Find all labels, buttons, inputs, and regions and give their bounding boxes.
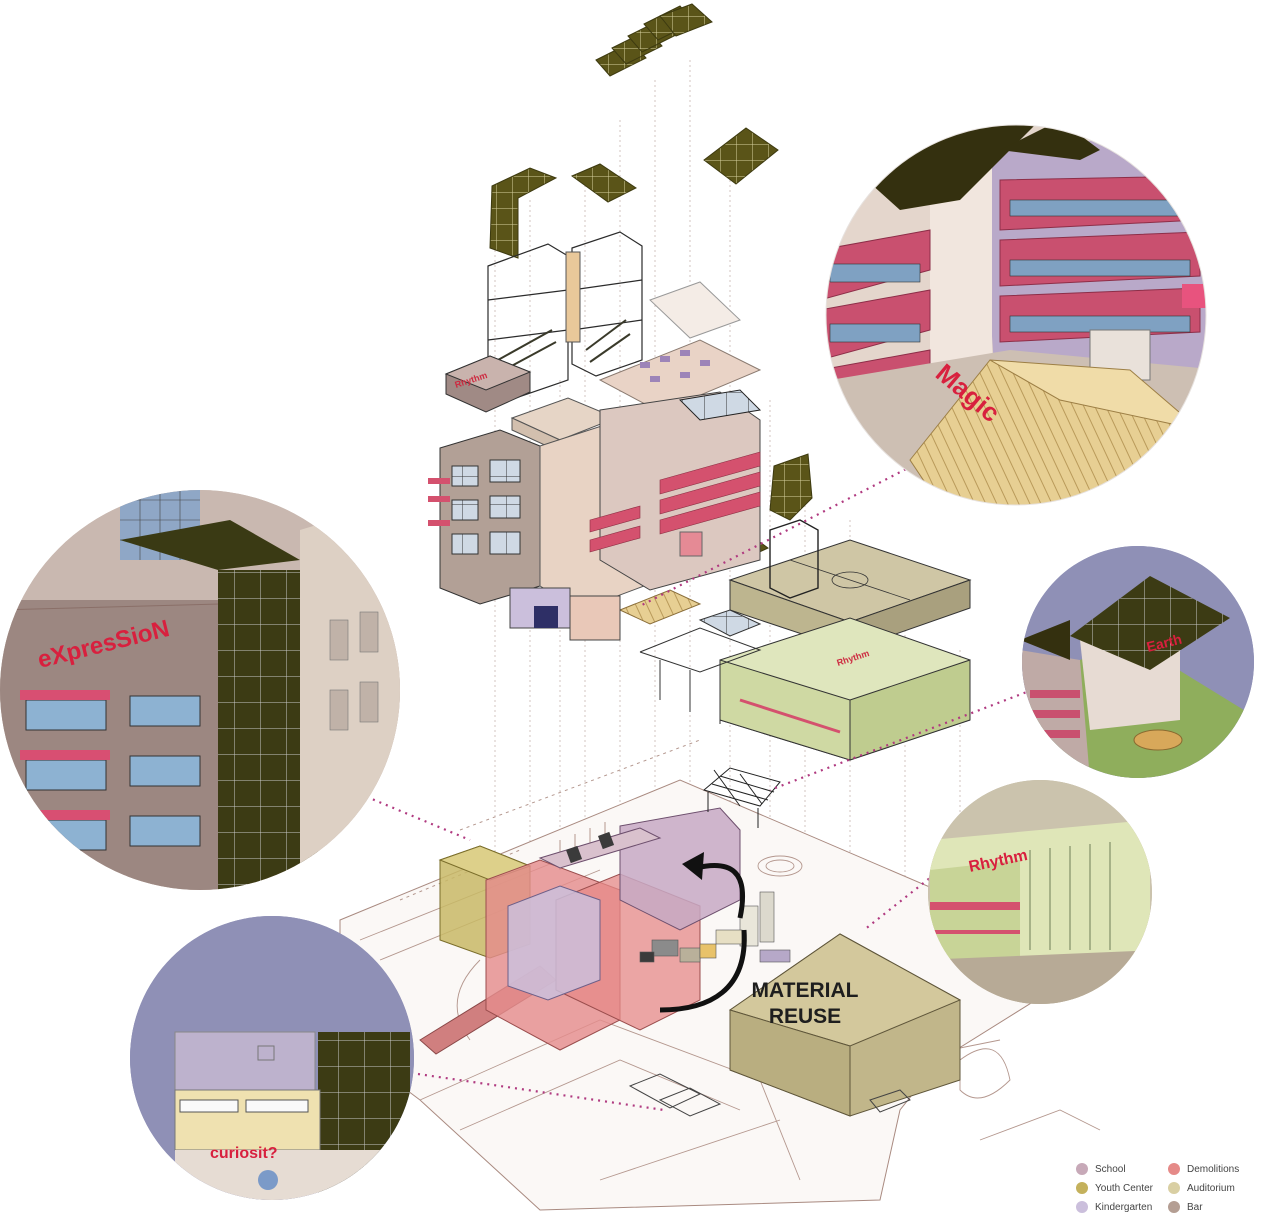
exploded-building-upper: Rhythm Rhythm [428, 231, 972, 761]
material-reuse-line-1: MATERIAL [751, 979, 859, 1002]
callout-expression: eXpresSioN [0, 490, 400, 890]
callout-leaders [359, 465, 1033, 1112]
legend-item-kindergarten: Kindergarten [1076, 1200, 1152, 1214]
material-reuse-label: MATERIAL REUSE [735, 978, 875, 1030]
legend-label: Demolitions [1187, 1163, 1240, 1175]
callout-curiosity: curiosit? [130, 916, 414, 1200]
legend-item-auditorium: Auditorium [1168, 1181, 1235, 1195]
legend-swatch [1168, 1201, 1180, 1213]
legend-label: Youth Center [1095, 1182, 1154, 1194]
legend-label: Auditorium [1187, 1182, 1235, 1194]
legend-swatch [1168, 1182, 1180, 1194]
legend-swatch [1076, 1163, 1088, 1175]
legend-label: Bar [1187, 1201, 1203, 1213]
legend-label: Kindergarten [1095, 1201, 1153, 1213]
legend-label: School [1095, 1163, 1126, 1175]
material-reuse-line-2: REUSE [768, 1005, 842, 1028]
legend-swatch [1168, 1163, 1180, 1175]
legend-item-bar: Bar [1168, 1200, 1203, 1214]
legend-item-youth-center: Youth Center [1076, 1181, 1153, 1195]
callout-curiosity-label: curiosit? [210, 1145, 278, 1162]
legend-item-school: School [1076, 1162, 1126, 1176]
callout-magic: Magic [825, 124, 1207, 506]
callout-earth: Earth [1022, 546, 1254, 778]
legend-swatch [1076, 1201, 1088, 1213]
legend-swatch [1076, 1182, 1088, 1194]
legend-item-demolitions: Demolitions [1168, 1162, 1239, 1176]
site-plan-base [339, 739, 1102, 1211]
